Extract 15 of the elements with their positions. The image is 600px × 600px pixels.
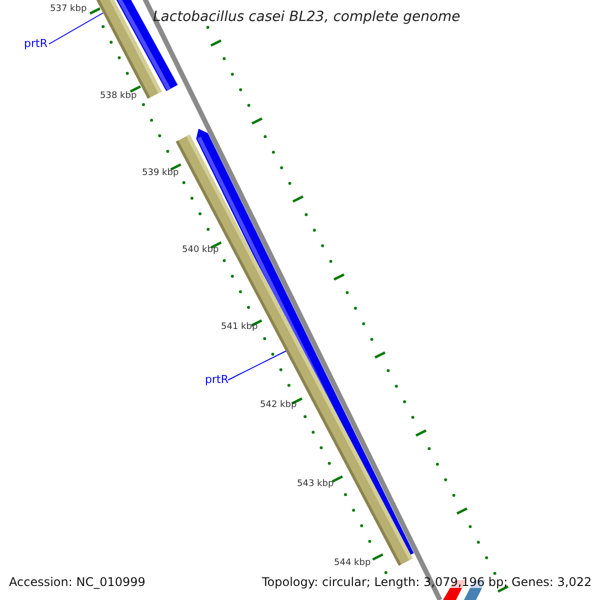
kbp-label: 544 kbp: [334, 559, 371, 568]
leader-line: [228, 350, 286, 380]
gene-label: prtR: [24, 38, 48, 49]
title: Lactobacillus casei BL23, complete genome: [153, 10, 460, 24]
leader-line: [48, 12, 104, 44]
accession-text: Accession: NC_010999: [9, 576, 146, 588]
kbp-label: 538 kbp: [100, 92, 137, 101]
gene-label: prtR: [205, 374, 228, 385]
genome-info-text: Topology: circular; Length: 3,079,196 bp; Genes: 3,022: [262, 576, 592, 588]
kbp-label: 540 kbp: [182, 246, 219, 255]
kbp-label: 542 kbp: [260, 401, 297, 410]
kbp-label: 543 kbp: [297, 480, 334, 489]
kbp-label: 539 kbp: [142, 169, 179, 178]
kbp-label: 537 kbp: [50, 5, 87, 14]
kbp-label: 541 kbp: [221, 323, 258, 332]
